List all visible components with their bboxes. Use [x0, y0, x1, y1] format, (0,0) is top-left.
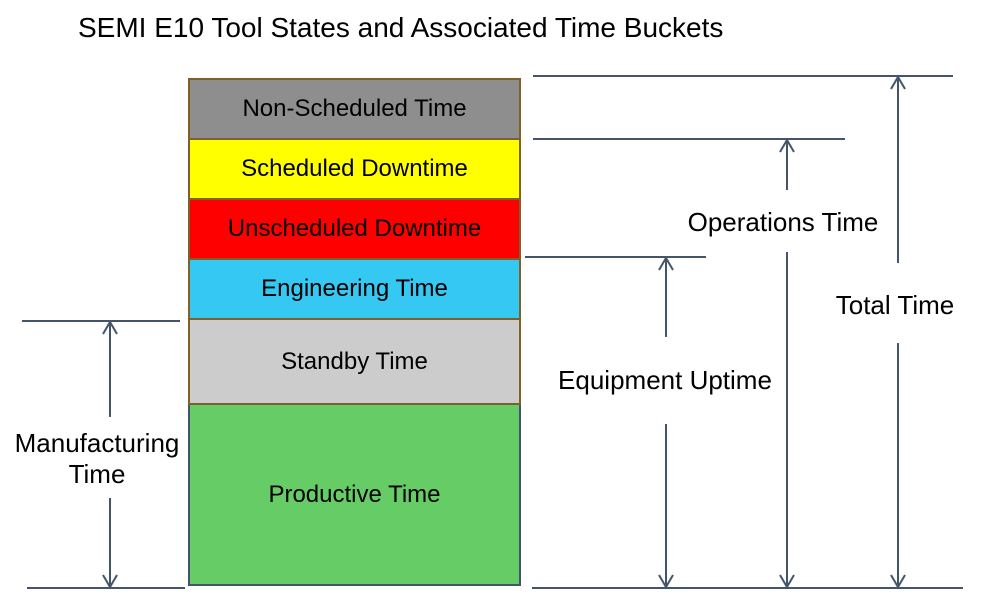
arrow-down-icon	[102, 574, 118, 589]
segment-label: Engineering Time	[261, 275, 448, 302]
segment-non-scheduled-time: Non-Scheduled Time	[188, 78, 521, 140]
segment-label: Scheduled Downtime	[241, 155, 468, 182]
operations-time-label: Operations Time	[687, 207, 879, 237]
segment-label: Unscheduled Downtime	[227, 215, 482, 242]
segment-standby-time: Standby Time	[188, 318, 521, 405]
tool-states-bar: Non-Scheduled Time Scheduled Downtime Un…	[188, 78, 521, 586]
arrow-down-icon	[890, 574, 906, 589]
segment-label: Productive Time	[268, 480, 441, 508]
segment-label: Non-Scheduled Time	[242, 95, 467, 122]
segment-engineering-time: Engineering Time	[188, 258, 521, 320]
segment-productive-time: Productive Time	[188, 405, 521, 586]
diagram-title: SEMI E10 Tool States and Associated Time…	[78, 12, 724, 43]
arrow-up-icon	[779, 138, 795, 153]
arrow-down-icon	[658, 574, 674, 589]
arrow-up-icon	[102, 320, 118, 335]
arrow-up-icon	[658, 256, 674, 271]
segment-label: Standby Time	[281, 347, 428, 375]
equipment-uptime-label: Equipment Uptime	[558, 365, 772, 395]
total-time-label: Total Time	[835, 290, 955, 320]
manufacturing-time-label: Manufacturing Time	[14, 428, 180, 489]
segment-unscheduled-downtime: Unscheduled Downtime	[188, 198, 521, 260]
arrow-down-icon	[779, 574, 795, 589]
total-time-arrow	[890, 75, 906, 589]
equipment-uptime-arrow	[658, 256, 674, 589]
segment-scheduled-downtime: Scheduled Downtime	[188, 138, 521, 200]
arrow-up-icon	[890, 75, 906, 90]
